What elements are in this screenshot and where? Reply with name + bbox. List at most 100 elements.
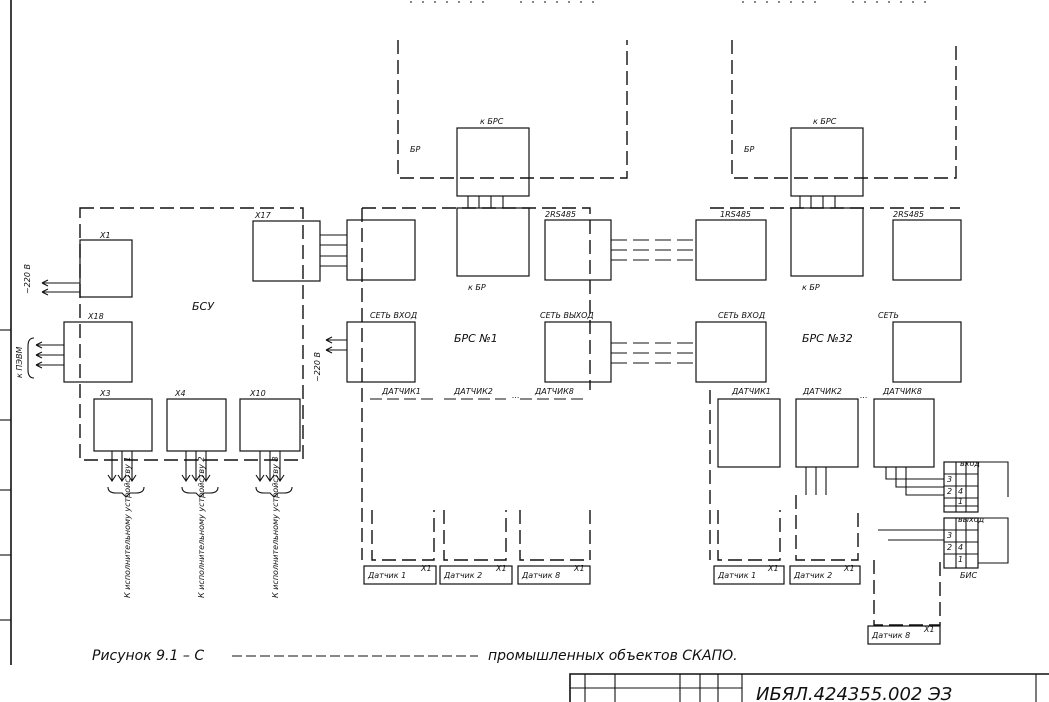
d2-a-label: Датчик 2 (443, 571, 482, 580)
d2-a-x1: X1 (495, 564, 507, 573)
d8-b-box (867, 625, 941, 645)
brs-32-block: БРС №32 1RS485 к БР 2RS485 СЕТЬ ВХОД СЕТ… (695, 207, 962, 560)
x10-connector (239, 398, 301, 452)
figure-caption: Рисунок 9.1 – С (92, 648, 204, 664)
term-2a: 2 (947, 487, 952, 496)
rs485-out-2 (892, 219, 962, 281)
rs485-in-2 (695, 219, 767, 281)
d1-b-box (713, 565, 785, 585)
k-bre-1-box (456, 127, 530, 197)
d8-a-x1: X1 (573, 564, 585, 573)
to-device-2-label: К исполнительному устройству 2 (197, 457, 206, 598)
vyhod-label: выход (958, 515, 985, 524)
brs-1-label: БРС №1 (454, 332, 498, 345)
d1-a-box (363, 565, 437, 585)
net-in-1 (346, 321, 416, 383)
sensor8-b-label: ДАТЧИК8 (882, 387, 922, 396)
brs-1-block: БРС №1 к БР 2RS485 СЕТЬ ВХОД СЕТЬ ВЫХОД … (346, 207, 612, 560)
dots-a: ... (512, 391, 520, 400)
k-br-2-label: к БР (802, 283, 820, 292)
term-3a: 3 (947, 475, 952, 484)
d8-a-box (517, 565, 591, 585)
d1-a-x1: X1 (420, 564, 432, 573)
term-1a: 1 (958, 497, 963, 506)
d8-a-label: Датчик 8 (521, 571, 560, 580)
k-br-2-box (790, 207, 864, 277)
x17-connector (252, 220, 321, 282)
x4-connector (166, 398, 227, 452)
net-out-2-label: СЕТЬ (878, 311, 899, 320)
x1-label: X1 (99, 231, 111, 240)
k-bre-2-box (790, 127, 864, 197)
sensor1-a-label: ДАТЧИК1 (381, 387, 421, 396)
k-br-1-label: к БР (468, 283, 486, 292)
frame-border (0, 0, 12, 665)
sensor1-b-box (717, 398, 781, 468)
vhod-label: вход (960, 459, 980, 468)
rs485-out-1 (544, 219, 612, 281)
term-1b: 1 (958, 555, 963, 564)
x4-label: X4 (174, 389, 186, 398)
sensor8-a-label: ДАТЧИК8 (534, 387, 574, 396)
br1-label: БР (410, 145, 420, 154)
br2-label: БР (744, 145, 754, 154)
br-block-2: БР к БРС (731, 40, 957, 208)
x10-label: X10 (249, 389, 266, 398)
bsu-wires: ~220 В к ПЭВМ (15, 234, 347, 498)
d8-b-x1: X1 (923, 625, 935, 634)
rs485-in-1 (346, 219, 416, 281)
to-device-8-label: К исполнительному устройству 8 (271, 457, 280, 598)
v220-mid: ~220 В (313, 336, 347, 382)
sensor2-b-label: ДАТЧИК2 (802, 387, 842, 396)
x18-connector (63, 321, 133, 383)
k-bre-2-label: к БРС (813, 117, 837, 126)
rs485-1-label: 2RS485 (545, 210, 576, 219)
x17-label: X17 (254, 211, 272, 220)
d1-b-label: Датчик 1 (717, 571, 756, 580)
net-in-2 (695, 321, 767, 383)
d2-a-box (439, 565, 513, 585)
sensors-right: Датчик 1 X1 Датчик 2 X1 Датчик 8 X1 (713, 495, 944, 645)
net-out-1-label: СЕТЬ ВЫХОД (540, 311, 594, 320)
title-block: ИБЯЛ.424355.002 ЭЗ (569, 673, 1049, 702)
bis-block: вход выход БИС 3 2 4 1 3 2 4 1 (943, 459, 1009, 580)
x18-label: X18 (87, 312, 104, 321)
sensor8-b-box (873, 398, 935, 468)
net-out-2 (892, 321, 962, 383)
document-code: ИБЯЛ.424355.002 ЭЗ (756, 684, 953, 702)
bis-label: БИС (960, 571, 977, 580)
v220-left-label: ~220 В (23, 264, 32, 294)
k-bre-1-label: к БРС (480, 117, 504, 126)
rs485-2-label: 1RS485 (720, 210, 751, 219)
sensors-left: Датчик 1 X1 Датчик 2 X1 Датчик 8 X1 (363, 510, 591, 585)
x3-connector (93, 398, 153, 452)
sensor2-b-box (795, 398, 859, 468)
d8-b-label: Датчик 8 (871, 631, 910, 640)
term-4a: 4 (958, 487, 963, 496)
d1-a-label: Датчик 1 (367, 571, 406, 580)
v220-mid-label: ~220 В (313, 352, 322, 382)
to-pc-label: к ПЭВМ (15, 347, 24, 378)
net-in-2-label: СЕТЬ ВХОД (718, 311, 765, 320)
d2-b-label: Датчик 2 (793, 571, 832, 580)
figure-caption-tail: промышленных объектов СКАПО. (488, 648, 738, 664)
d2-b-box (789, 565, 861, 585)
x3-label: X3 (99, 389, 111, 398)
k-br-1-box (456, 207, 530, 277)
bsu-label: БСУ (192, 300, 215, 313)
x1-connector (79, 239, 133, 298)
br-block-1: БР к БРС (397, 40, 628, 208)
rs485-bus (611, 239, 696, 364)
sensor1-b-label: ДАТЧИК1 (731, 387, 771, 396)
term-3b: 3 (947, 531, 952, 540)
to-device-1-label: К исполнительному устройству 1 (123, 457, 132, 598)
sensor2-a-label: ДАТЧИК2 (453, 387, 493, 396)
rs485-3-label: 2RS485 (893, 210, 924, 219)
bsu-block: БСУ X1 X18 X17 X3 X4 X10 (63, 207, 321, 461)
net-in-1-label: СЕТЬ ВХОД (370, 311, 417, 320)
term-2b: 2 (947, 543, 952, 552)
brs-32-label: БРС №32 (802, 332, 853, 345)
term-4b: 4 (958, 543, 963, 552)
d1-b-x1: X1 (767, 564, 779, 573)
